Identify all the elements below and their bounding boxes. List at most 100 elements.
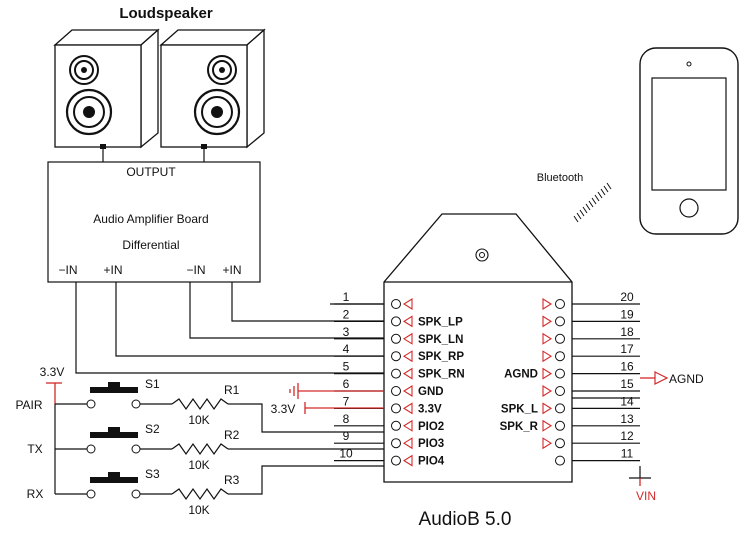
amp-name-label: Audio Amplifier Board [93, 212, 208, 226]
right-pin-number: 13 [620, 412, 634, 426]
right-pin-number: 16 [620, 360, 634, 374]
left-pin-label: SPK_LP [418, 316, 463, 328]
speaker-left-icon [53, 28, 160, 162]
pin-pad-icon [555, 316, 565, 327]
right-pin-row: 19 [542, 307, 640, 328]
switch-label: S3 [145, 467, 160, 481]
pushbutton-icon [90, 432, 138, 438]
rail-3v3-label: 3.3V [40, 365, 65, 379]
resistor-value: 10K [188, 413, 209, 427]
right-pin-number: 14 [620, 394, 634, 408]
resistor-value: 10K [188, 458, 209, 472]
phone-icon [639, 47, 739, 235]
pin-direction-icon [402, 385, 413, 397]
right-pin-label: AGND [504, 369, 538, 381]
right-pin-row: 12 [542, 429, 640, 450]
pin-pad-icon [555, 299, 565, 309]
right-pin-number: 12 [620, 429, 634, 443]
pin-direction-icon [402, 402, 413, 415]
left-pin-label: 3.3V [418, 403, 442, 415]
pin-direction-icon [402, 315, 413, 328]
left-pin-column: 12SPK_LP3SPK_LN4SPK_RP5SPK_RN6GND73.3V8P… [334, 290, 465, 468]
left-pin-number: 8 [343, 412, 350, 426]
left-pin-label: SPK_LN [418, 334, 463, 346]
left-pin-number: 4 [343, 342, 350, 356]
left-pin-label: GND [418, 386, 444, 398]
pin-direction-icon [542, 350, 553, 363]
amp-input-3: −IN [186, 263, 205, 277]
ground-symbol-icon [289, 383, 384, 399]
pin-direction-icon [542, 437, 553, 450]
pin-pad-icon [555, 438, 565, 449]
module-name-label: AudioB 5.0 [419, 509, 512, 530]
left-pin-number: 6 [343, 377, 350, 391]
right-pin-row: 11 [555, 447, 640, 466]
pin-direction-icon [402, 419, 413, 432]
pin-pad-icon [555, 403, 565, 414]
pin-pad-icon [391, 420, 401, 431]
right-side-wires: AGND VIN [572, 371, 704, 503]
right-pin-row: 20 [542, 290, 640, 310]
switch-rail: 3.3V PAIR TX RX [15, 365, 87, 501]
pin-pad-icon [555, 386, 565, 396]
pin-pad-icon [391, 386, 401, 396]
amp-input-1: −IN [58, 263, 77, 277]
tx-label: TX [27, 442, 42, 456]
left-pin-label: PIO2 [418, 421, 444, 433]
pin-pad-icon [555, 351, 565, 362]
pin-pad-icon [391, 351, 401, 362]
right-pin-row: 15 [542, 377, 640, 397]
resistor-label: R2 [224, 428, 240, 442]
pin7-3v3-label: 3.3V [271, 402, 296, 416]
pin-pad-icon [555, 420, 565, 431]
right-pin-number: 18 [620, 325, 634, 339]
left-pin-label: SPK_RP [418, 351, 464, 363]
speaker-right-icon [159, 28, 266, 162]
pin-direction-icon [542, 315, 553, 328]
pin7-supply: 3.3V [271, 402, 384, 416]
pin-direction-icon [542, 402, 553, 415]
resistor-icon [171, 487, 229, 501]
pin-direction-icon [402, 332, 413, 345]
left-pin-number: 9 [343, 429, 350, 443]
left-pin-number: 1 [343, 290, 350, 304]
pin-pad-icon [391, 333, 401, 344]
left-pin-label: PIO4 [418, 456, 445, 468]
audiob-module [383, 213, 573, 483]
rx-label: RX [27, 487, 44, 501]
resistor-label: R1 [224, 383, 240, 397]
amp-output-label: OUTPUT [126, 165, 176, 179]
pushbutton-icon [90, 387, 138, 393]
resistor-icon [171, 397, 229, 411]
left-pin-number: 5 [343, 360, 350, 374]
pin-direction-icon [542, 367, 553, 380]
amp-to-module-wires [75, 282, 384, 374]
pin-direction-icon [542, 419, 553, 432]
left-pin-number: 2 [343, 307, 350, 321]
left-pin-number: 10 [339, 447, 353, 461]
right-pin-number: 15 [620, 377, 634, 391]
pin-direction-icon [542, 298, 553, 310]
pin-direction-icon [402, 454, 413, 467]
vin-label: VIN [636, 489, 656, 503]
agnd-out-label: AGND [669, 372, 704, 386]
amp-mode-label: Differential [122, 238, 179, 252]
right-pin-number: 19 [620, 307, 634, 321]
pin-pad-icon [555, 368, 565, 379]
left-pin-number: 3 [343, 325, 350, 339]
loudspeaker-title: Loudspeaker [119, 5, 213, 22]
bluetooth-label: Bluetooth [537, 172, 583, 184]
pin-direction-icon [542, 385, 553, 397]
bluetooth-signal-icon [573, 182, 612, 223]
